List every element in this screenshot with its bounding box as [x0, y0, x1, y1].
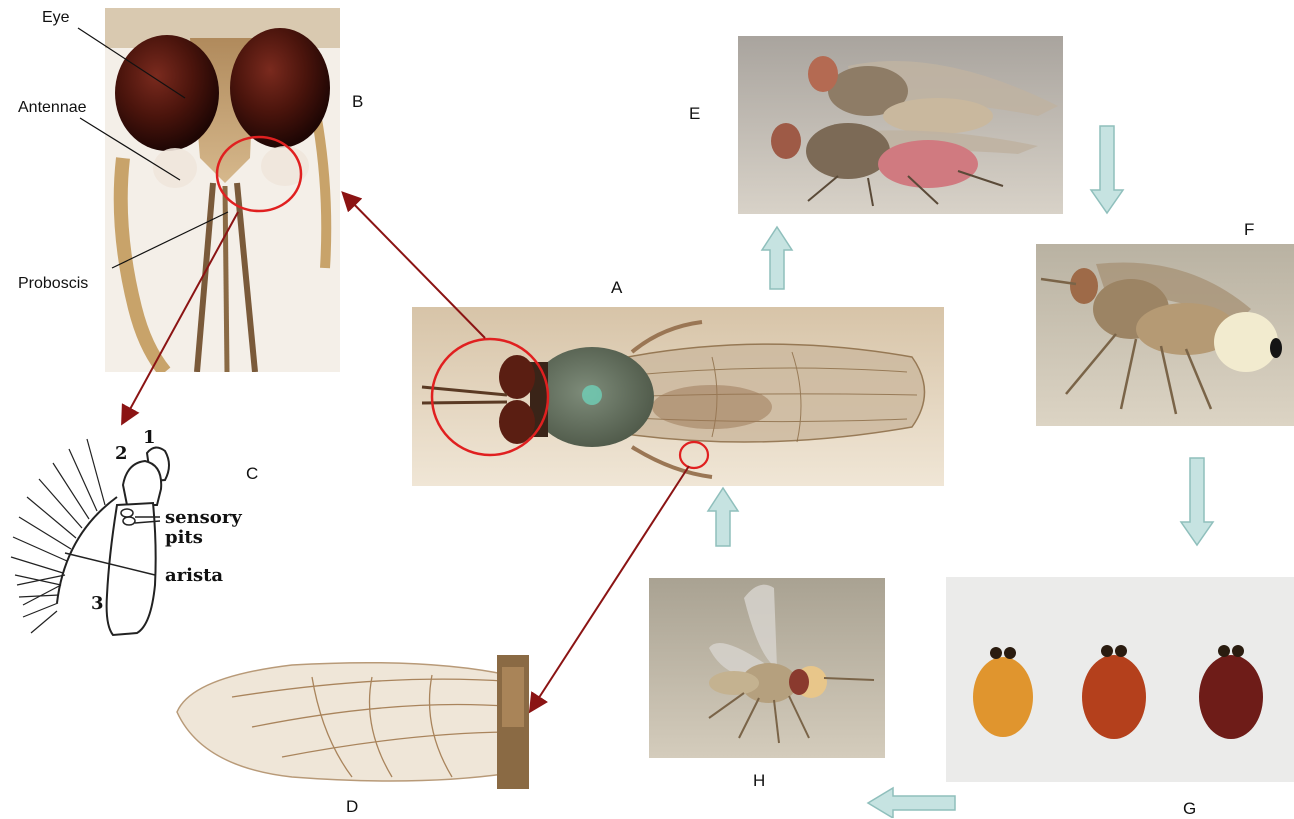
panel-label-a: A [611, 278, 622, 298]
pointer-arrow-b-to-c [123, 212, 238, 422]
panel-label-b: B [352, 92, 363, 112]
panel-label-e: E [689, 104, 700, 124]
wing-highlight-circle [680, 442, 708, 468]
antennae-callout: Antennae [18, 99, 87, 117]
panel-label-c: C [246, 464, 258, 484]
eye-callout: Eye [42, 9, 70, 27]
antenna-highlight-circle [217, 137, 301, 211]
panel-label-g: G [1183, 799, 1196, 819]
cycle-arrow-f-to-g [1181, 458, 1213, 545]
cycle-arrow-g-to-h [868, 788, 955, 818]
pointer-arrow-a-to-b [344, 194, 485, 338]
panel-label-f: F [1244, 220, 1254, 240]
proboscis-callout: Proboscis [18, 275, 88, 293]
panel-label-h: H [753, 771, 765, 791]
cycle-arrow-a-to-e [762, 227, 792, 289]
cycle-arrow-h-to-a [708, 488, 738, 546]
eye-leader-line [78, 28, 185, 98]
antennae-leader-line [80, 118, 180, 180]
head-highlight-circle [432, 339, 548, 455]
pointer-arrow-a-to-d [531, 466, 689, 710]
cycle-arrow-e-to-f [1091, 126, 1123, 213]
proboscis-leader-line [112, 212, 228, 268]
panel-label-d: D [346, 797, 358, 817]
